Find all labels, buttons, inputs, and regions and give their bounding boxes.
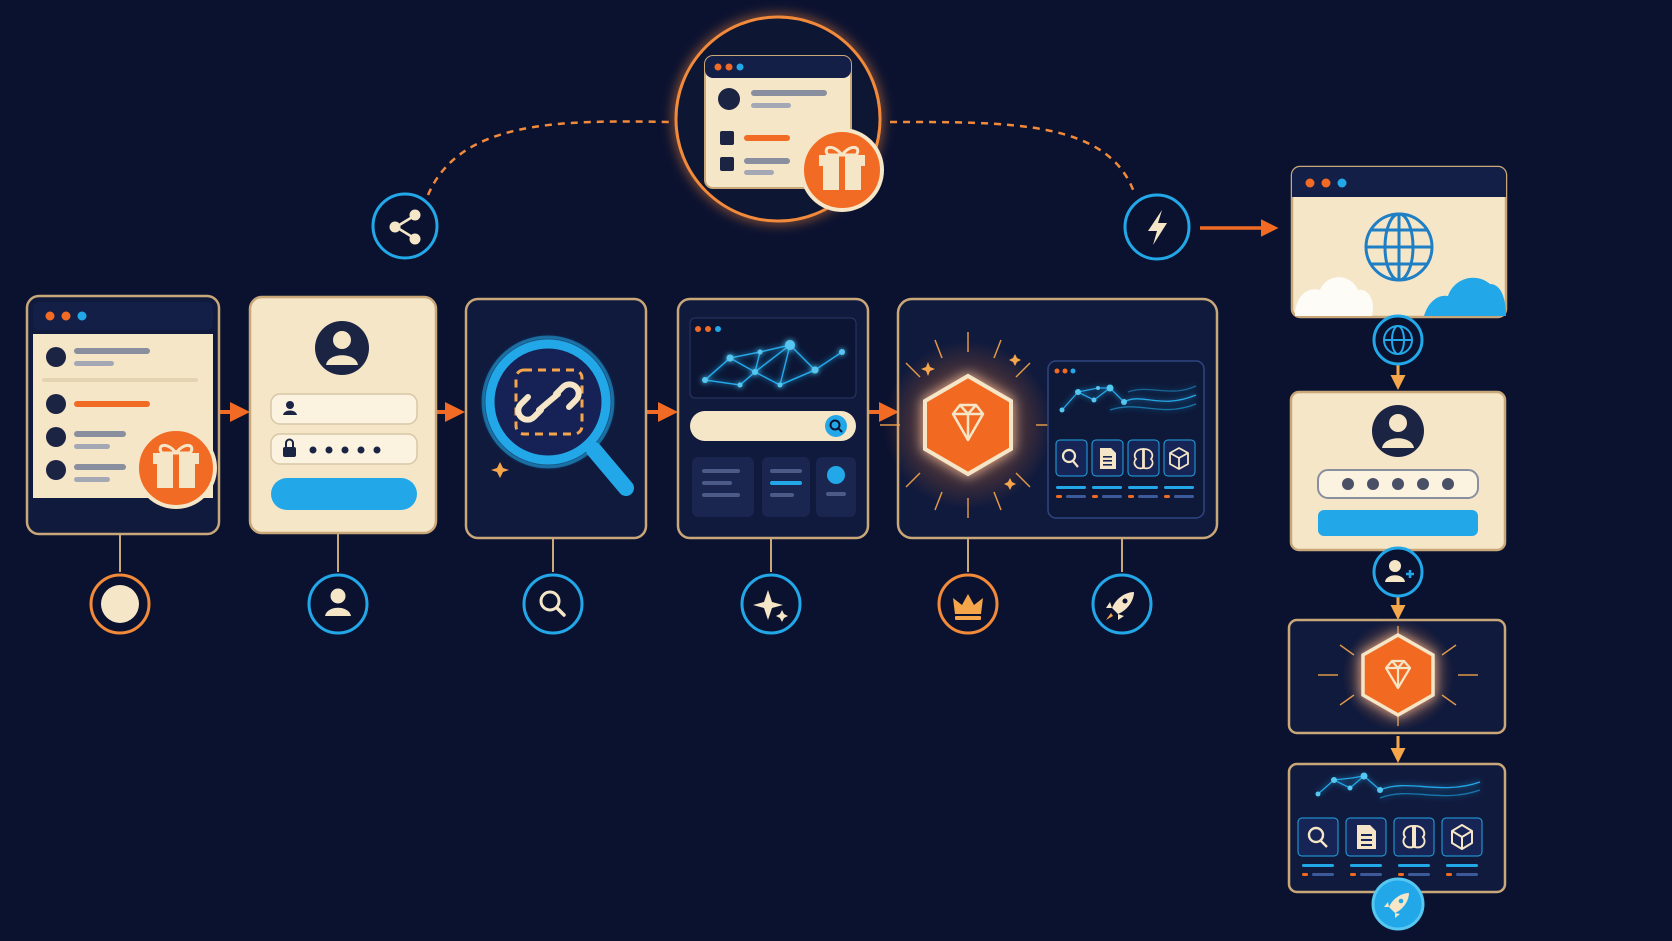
dashed-connector-left	[426, 120, 671, 196]
diamond-badge-icon	[923, 373, 1013, 477]
user-icon[interactable]	[307, 573, 369, 635]
diamond-icon	[1384, 659, 1412, 690]
brain-icon	[1133, 448, 1154, 470]
window-dot-icon	[45, 311, 55, 321]
globe-icon[interactable]	[1372, 314, 1424, 366]
link-icon	[515, 381, 582, 423]
brain-icon	[1402, 824, 1426, 849]
login-card	[248, 295, 438, 535]
search-button-icon[interactable]	[825, 415, 847, 437]
cube-icon	[1451, 824, 1473, 850]
lock-icon	[283, 438, 296, 457]
user-small-icon	[283, 401, 297, 415]
network-search-card	[676, 297, 870, 540]
user-avatar-icon	[1372, 405, 1424, 457]
sparkle-icon[interactable]	[740, 573, 802, 635]
magnifier-link-icon	[481, 335, 634, 496]
search-icon	[1061, 448, 1079, 468]
cube-icon	[1169, 447, 1189, 470]
signup-button[interactable]	[1318, 510, 1478, 536]
document-icon	[1100, 448, 1116, 469]
tools-dashboard-card	[1287, 762, 1507, 894]
premium-card	[880, 297, 1219, 540]
search-icon[interactable]	[522, 573, 584, 635]
add-user-icon[interactable]	[1372, 546, 1424, 598]
shared-invite-card	[674, 15, 884, 223]
rocket-icon[interactable]	[1371, 877, 1425, 931]
invite-card	[25, 294, 221, 536]
dashed-connector-right	[889, 120, 1137, 196]
network-graph-icon	[704, 344, 843, 386]
diamond-icon	[951, 403, 985, 442]
window-dot-icon	[61, 311, 71, 321]
start-dot-icon[interactable]	[89, 573, 151, 635]
lightning-icon[interactable]	[1123, 193, 1191, 261]
premium-badge-card	[1287, 618, 1507, 735]
link-check-card	[464, 297, 648, 540]
diamond-badge-icon	[1361, 632, 1435, 718]
document-icon	[1357, 825, 1376, 849]
share-icon[interactable]	[371, 192, 439, 260]
gift-icon	[135, 427, 217, 509]
search-bar[interactable]	[690, 411, 856, 441]
connectors	[119, 120, 1406, 763]
mini-dashboard	[1047, 360, 1205, 519]
rocket-icon[interactable]	[1091, 573, 1153, 635]
username-field[interactable]	[270, 393, 418, 425]
gift-icon	[800, 128, 884, 212]
web-card	[1290, 165, 1508, 319]
globe-icon	[1364, 212, 1434, 282]
window-dot-icon	[77, 311, 87, 321]
search-icon	[1307, 826, 1328, 848]
sparkle-icon	[491, 462, 509, 478]
step-icons	[89, 192, 1425, 931]
signup-card	[1289, 390, 1507, 552]
crown-icon[interactable]	[937, 573, 999, 635]
login-button[interactable]	[271, 478, 417, 510]
user-avatar-icon	[315, 321, 369, 375]
